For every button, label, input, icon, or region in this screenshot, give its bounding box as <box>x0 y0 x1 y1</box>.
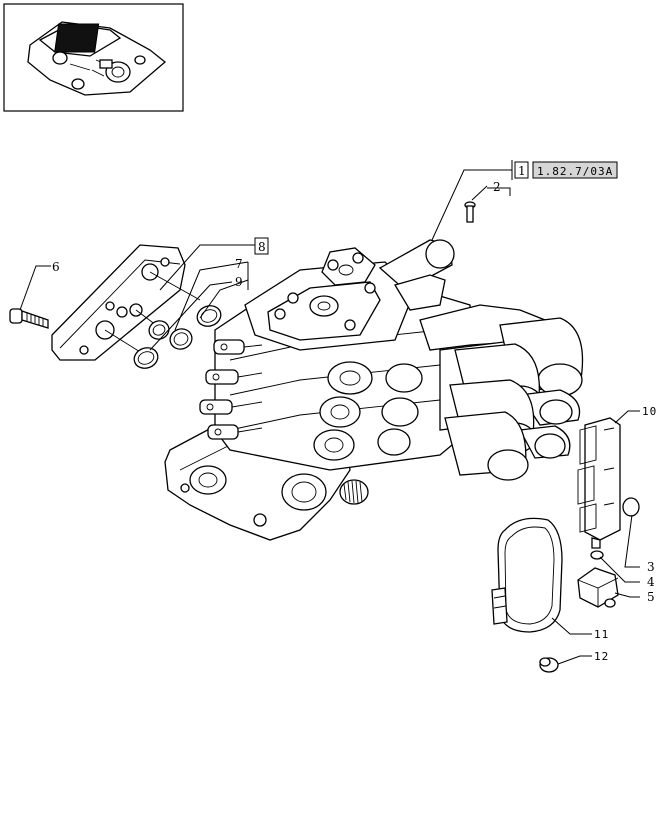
knurled-plug <box>339 479 369 505</box>
callout-4: 4 <box>647 575 655 589</box>
thumbnail-valve-icon <box>27 21 167 96</box>
callout-11: 11 <box>594 628 609 641</box>
leader-lines <box>19 160 640 665</box>
o-rings <box>133 305 222 369</box>
valve-assembly <box>164 239 584 541</box>
callout-6: 6 <box>52 260 60 274</box>
plug-12 <box>539 657 559 673</box>
callout-box-1 <box>514 161 529 179</box>
callout-2: 2 <box>493 180 501 194</box>
plug-5 <box>577 567 619 608</box>
cap-3 <box>622 497 640 517</box>
callout-box-8 <box>254 237 269 255</box>
callout-10: 10 <box>642 405 657 418</box>
callout-labels: 1 1.82.7/03A 2 8 7 9 6 10 3 4 5 11 12 <box>52 161 657 663</box>
lever-ears <box>199 339 263 440</box>
end-plate <box>51 244 201 361</box>
callout-7: 7 <box>235 257 243 271</box>
screw-2 <box>464 201 476 223</box>
bolt-6 <box>9 308 49 329</box>
callout-8: 8 <box>258 240 266 254</box>
solenoid-coils <box>444 317 584 481</box>
callout-1: 1 <box>518 164 526 178</box>
thumbnail-inset <box>3 3 184 112</box>
callout-3: 3 <box>647 560 655 574</box>
callout-12: 12 <box>594 650 609 663</box>
reference-box[interactable] <box>532 161 618 179</box>
reference-code[interactable]: 1.82.7/03A <box>537 165 613 178</box>
callout-5: 5 <box>647 590 655 604</box>
connector-10 <box>577 417 621 549</box>
gasket-11 <box>491 517 563 633</box>
callout-9: 9 <box>235 275 243 289</box>
